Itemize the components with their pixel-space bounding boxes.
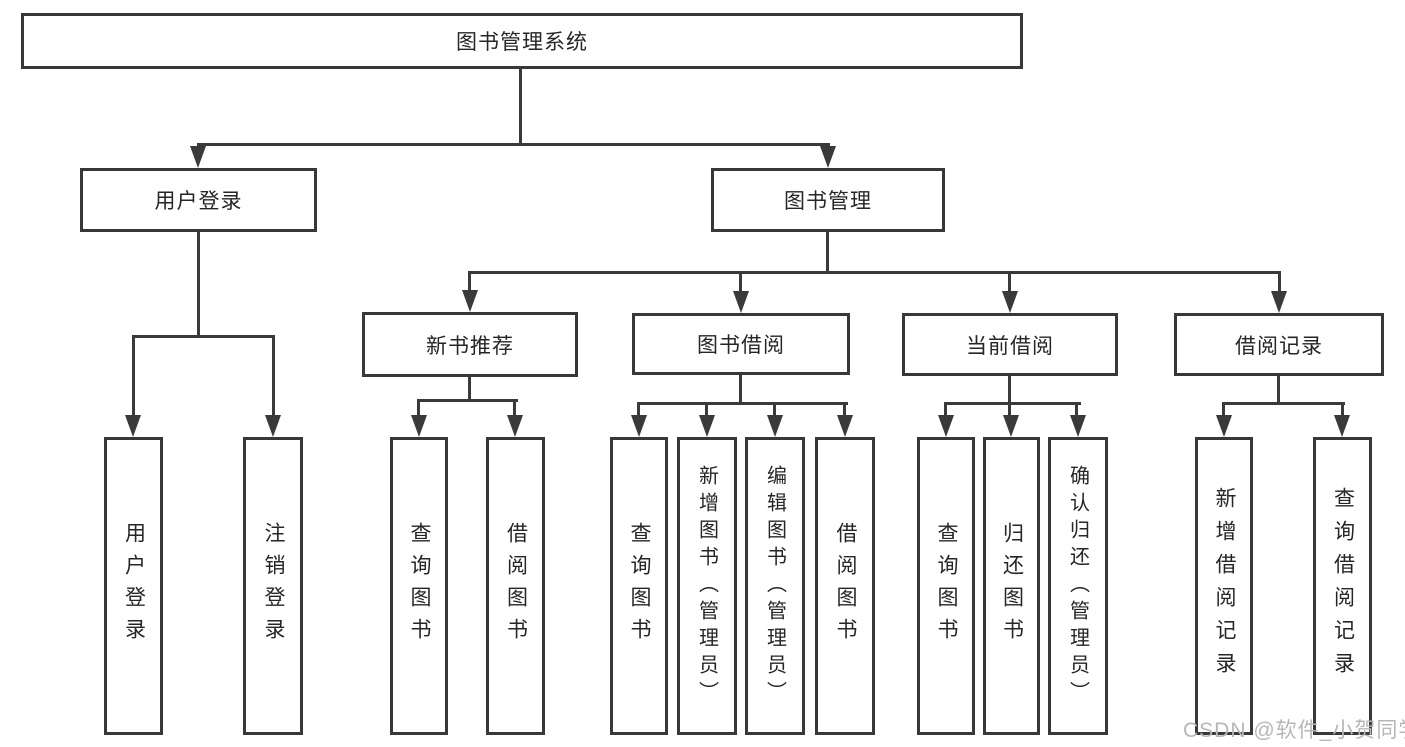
node-root: 图书管理系统 <box>21 13 1023 69</box>
node-label: 新增借阅记录 <box>1213 487 1236 685</box>
arrow-down-icon <box>1216 415 1232 437</box>
connector-line <box>944 402 947 419</box>
node-label: 确认归还（管理员） <box>1066 464 1089 708</box>
connector-line <box>417 399 420 419</box>
node-label: 图书管理 <box>784 190 872 213</box>
connector-line <box>637 402 848 405</box>
connector-line <box>513 399 516 419</box>
arrow-down-icon <box>1002 291 1018 313</box>
leaf-add-books-admin: 新增图书（管理员） <box>677 437 737 735</box>
arrow-down-icon <box>265 415 281 437</box>
arrow-down-icon <box>767 415 783 437</box>
arrow-down-icon <box>699 415 715 437</box>
node-label: 查询图书 <box>935 522 958 650</box>
arrow-down-icon <box>938 415 954 437</box>
node-book-management: 图书管理 <box>711 168 945 232</box>
connector-line <box>197 232 200 337</box>
arrow-down-icon <box>462 290 478 312</box>
leaf-edit-books-admin: 编辑图书（管理员） <box>745 437 805 735</box>
leaf-query-books-borrowing: 查询图书 <box>610 437 668 735</box>
connector-line <box>843 402 846 419</box>
connector-line <box>1222 402 1345 405</box>
connector-line <box>1008 376 1011 404</box>
connector-line <box>1075 402 1078 419</box>
connector-line <box>1008 271 1011 295</box>
arrow-down-icon <box>411 415 427 437</box>
connector-line <box>1277 376 1280 404</box>
node-borrowing-records: 借阅记录 <box>1174 313 1384 376</box>
node-label: 查询借阅记录 <box>1331 487 1355 685</box>
node-label: 编辑图书（管理员） <box>763 464 786 708</box>
node-user-login: 用户登录 <box>80 168 317 232</box>
node-label: 新书推荐 <box>426 334 514 358</box>
connector-line <box>272 335 275 419</box>
node-label: 用户登录 <box>122 522 146 650</box>
leaf-add-borrow-record: 新增借阅记录 <box>1195 437 1253 735</box>
connector-line <box>773 402 776 419</box>
connector-line <box>132 335 135 419</box>
arrow-down-icon <box>1003 415 1019 437</box>
connector-line <box>132 335 275 338</box>
connector-line <box>1278 271 1281 295</box>
connector-line <box>468 271 471 295</box>
connector-line <box>519 69 522 145</box>
arrow-down-icon <box>507 415 523 437</box>
leaf-query-books-recommend: 查询图书 <box>390 437 448 735</box>
node-label: 图书借阅 <box>697 334 785 357</box>
arrow-down-icon <box>1271 291 1287 313</box>
arrow-down-icon <box>190 146 206 168</box>
leaf-query-borrow-record: 查询借阅记录 <box>1313 437 1372 735</box>
node-label: 新增图书（管理员） <box>695 464 718 708</box>
leaf-user-login: 用户登录 <box>104 437 163 735</box>
leaf-query-books-current: 查询图书 <box>917 437 975 735</box>
arrow-down-icon <box>1070 415 1086 437</box>
connector-line <box>826 232 829 274</box>
connector-line <box>1008 402 1011 419</box>
connector-line <box>468 271 1281 274</box>
node-book-borrowing: 图书借阅 <box>632 313 850 375</box>
leaf-borrow-books-borrowing: 借阅图书 <box>815 437 875 735</box>
connector-line <box>944 402 1081 405</box>
node-label: 图书管理系统 <box>456 31 588 54</box>
arrow-down-icon <box>837 415 853 437</box>
node-new-book-recommend: 新书推荐 <box>362 312 578 377</box>
leaf-borrow-books-recommend: 借阅图书 <box>486 437 545 735</box>
connector-line <box>468 377 471 401</box>
node-label: 查询图书 <box>408 522 431 650</box>
node-label: 借阅图书 <box>504 522 528 650</box>
leaf-return-books: 归还图书 <box>983 437 1040 735</box>
arrow-down-icon <box>733 291 749 313</box>
connector-line <box>637 402 640 419</box>
node-label: 归还图书 <box>1000 522 1024 650</box>
connector-line <box>1341 402 1344 419</box>
connector-line <box>197 143 830 146</box>
node-label: 用户登录 <box>154 190 243 213</box>
node-label: 查询图书 <box>628 522 651 650</box>
connector-line <box>417 399 518 402</box>
node-label: 当前借阅 <box>966 334 1054 358</box>
connector-line <box>1222 402 1225 419</box>
connector-line <box>739 375 742 404</box>
node-label: 注销登录 <box>262 522 285 650</box>
node-label: 借阅图书 <box>834 522 857 650</box>
node-current-borrowing: 当前借阅 <box>902 313 1118 376</box>
connector-line <box>705 402 708 419</box>
leaf-logout: 注销登录 <box>243 437 303 735</box>
arrow-down-icon <box>820 146 836 168</box>
arrow-down-icon <box>125 415 141 437</box>
leaf-confirm-return-admin: 确认归还（管理员） <box>1048 437 1108 735</box>
csdn-watermark: CSDN @软件_小贺同学 <box>1183 719 1405 742</box>
arrow-down-icon <box>1334 415 1350 437</box>
connector-line <box>739 271 742 295</box>
node-label: 借阅记录 <box>1235 334 1323 358</box>
arrow-down-icon <box>631 415 647 437</box>
